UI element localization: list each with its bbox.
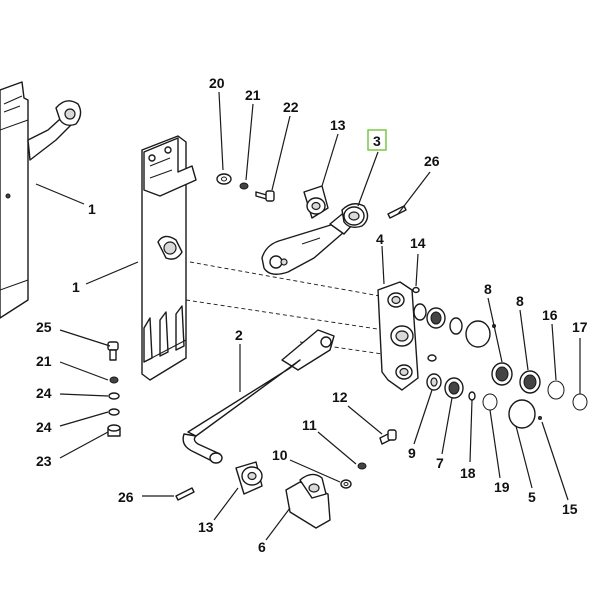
part-16-circlip [547, 380, 565, 400]
part-21-nut-upper [239, 182, 249, 190]
small-washer-middle [427, 354, 437, 362]
part-5-cover-disc [508, 399, 542, 429]
callout-10: 10 [272, 447, 288, 463]
callout-18: 18 [460, 465, 476, 481]
part-4-bracket [377, 281, 419, 391]
part-14-small-nut [412, 286, 420, 294]
callout-19: 19 [494, 479, 510, 495]
part-22-bolt [255, 190, 275, 202]
callout-labels: 20 21 22 13 3 26 1 1 4 14 8 8 16 17 25 2… [36, 75, 588, 555]
highlight-box [367, 129, 387, 151]
callout-2: 2 [235, 327, 243, 343]
part-10-washer [340, 479, 352, 489]
part-13-bushing-lower [235, 461, 263, 495]
callout-23: 23 [36, 453, 52, 469]
part-3-lever-arm [261, 203, 369, 275]
part-24-washer-lower [108, 408, 120, 416]
bearing-set-upper [413, 303, 496, 348]
part-8-bearing-left [491, 362, 513, 386]
part-23-nut [107, 424, 121, 437]
callout-6: 6 [258, 539, 266, 555]
callout-17: 17 [572, 319, 588, 335]
part-2-pedal-lever [182, 329, 335, 464]
callout-20: 20 [209, 75, 225, 91]
callout-14: 14 [410, 235, 426, 251]
callout-1: 1 [72, 279, 80, 295]
callout-26: 26 [424, 153, 440, 169]
callout-11: 11 [302, 417, 317, 433]
leader-lines [35, 91, 581, 541]
part-1-left-frame [0, 81, 82, 319]
part-1-mounting-plate [141, 135, 197, 381]
part-13-bushing-upper [303, 185, 329, 219]
callout-21: 21 [36, 353, 52, 369]
part-20-washer [216, 173, 232, 185]
callout-16: 16 [542, 307, 558, 323]
callout-26: 26 [118, 489, 134, 505]
part-8-bearing-right [519, 370, 541, 394]
callout-12: 12 [332, 389, 348, 405]
part-18-small-ring [468, 391, 476, 401]
callout-21: 21 [245, 87, 261, 103]
callout-5: 5 [528, 489, 536, 505]
callout-8: 8 [484, 281, 492, 297]
part-11-nut [357, 462, 367, 470]
callout-13: 13 [198, 519, 214, 535]
part-17-circlip [572, 393, 588, 411]
part-12-bolt [379, 429, 397, 445]
part-24-washer-upper [108, 392, 120, 400]
callout-25: 25 [36, 319, 52, 335]
part-26-pin-lower [175, 487, 195, 501]
callout-7: 7 [436, 455, 444, 471]
part-21-nut-lower [109, 376, 119, 384]
callout-1: 1 [88, 201, 96, 217]
callout-8: 8 [516, 293, 524, 309]
part-7-bearing [444, 377, 464, 399]
alignment-lines [185, 261, 397, 357]
part-9-seal [426, 373, 442, 391]
callout-22: 22 [283, 99, 299, 115]
callout-3[interactable]: 3 [373, 133, 381, 149]
callout-24: 24 [36, 419, 52, 435]
part-6-bracket [285, 473, 331, 529]
callout-9: 9 [408, 445, 416, 461]
callout-13: 13 [330, 117, 346, 133]
callout-4: 4 [376, 231, 384, 247]
callout-15: 15 [562, 501, 578, 517]
callout-24: 24 [36, 385, 52, 401]
part-19-circlip [482, 393, 498, 411]
part-25-bolt [107, 341, 119, 361]
